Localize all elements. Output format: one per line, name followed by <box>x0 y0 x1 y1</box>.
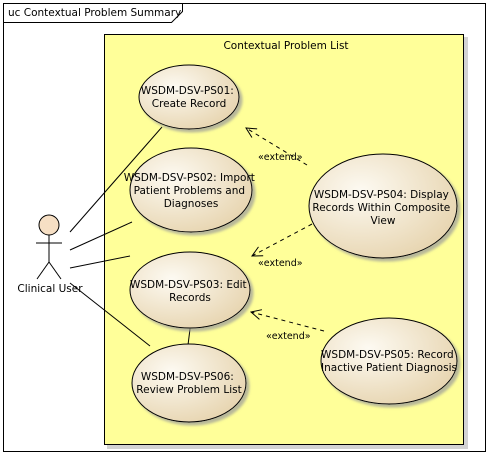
actor-head <box>38 214 60 236</box>
ps06-line-2: Review Problem List <box>136 384 241 396</box>
extend-arrow-ps04-ps01 <box>246 128 308 166</box>
ps01-line-1: WSDM-DSV-PS01: <box>141 85 234 97</box>
ps03-line-2: Records <box>169 292 211 304</box>
extend-label-2: «extend» <box>258 258 303 269</box>
extend-arrow-ps04-ps03 <box>252 223 313 256</box>
assoc-ps06 <box>69 282 151 347</box>
ps04-line-1: WSDM-DSV-PS04: Display <box>314 189 449 201</box>
ps02-line-2: Patient Problems and <box>134 185 245 197</box>
associations <box>69 126 191 347</box>
use-case-ps02[interactable]: WSDM-DSV-PS02: Import Patient Problems a… <box>124 147 259 233</box>
boundary-label: Contextual Problem List <box>223 40 348 52</box>
ps04-line-2: Records Within Composite <box>312 202 450 214</box>
extend-label-1: «extend» <box>258 152 303 163</box>
actor-label: Clinical User <box>17 283 83 295</box>
use-case-ps05[interactable]: WSDM-DSV-PS05: Record Inactive Patient D… <box>320 317 458 405</box>
actor-clinical-user[interactable]: Clinical User <box>17 214 83 295</box>
ps05-line-1: WSDM-DSV-PS05: Record <box>321 349 454 361</box>
ps01-line-2: Create Record <box>152 98 227 110</box>
assoc-ps03-ps06 <box>187 328 191 346</box>
svg-text:WSDM-DSV-PS03: Edit Reco: WSDM-DSV-PS03: Edit Records <box>130 279 250 304</box>
extend-label-3: «extend» <box>266 331 311 342</box>
extend-relations <box>246 128 325 332</box>
use-case-ps06[interactable]: WSDM-DSV-PS06: Review Problem List <box>131 343 247 423</box>
ps02-line-1: WSDM-DSV-PS02: Import <box>124 172 255 184</box>
svg-text:WSDM-DSV-PS04: Display R: WSDM-DSV-PS04: Display Records Within Co… <box>312 189 453 227</box>
assoc-ps03 <box>69 255 131 269</box>
ps06-line-1: WSDM-DSV-PS06: <box>141 371 234 383</box>
assoc-ps02 <box>69 221 133 251</box>
svg-text:WSDM-DSV-PS01: Create Re: WSDM-DSV-PS01: Create Record <box>141 85 237 110</box>
use-case-ps03[interactable]: WSDM-DSV-PS03: Edit Records <box>129 251 251 329</box>
ps03-line-1: WSDM-DSV-PS03: Edit <box>130 279 247 291</box>
use-case-ps01[interactable]: WSDM-DSV-PS01: Create Record <box>138 64 240 130</box>
frame-label: uc Contextual Problem Summary <box>8 7 181 19</box>
use-case-ps04[interactable]: WSDM-DSV-PS04: Display Records Within Co… <box>308 153 458 259</box>
svg-text:WSDM-DSV-PS02: Import Pa: WSDM-DSV-PS02: Import Patient Problems a… <box>124 172 259 210</box>
assoc-ps01 <box>69 126 163 233</box>
svg-text:WSDM-DSV-PS06: Review Pr: WSDM-DSV-PS06: Review Problem List <box>136 371 241 396</box>
ps04-line-3: View <box>371 215 396 227</box>
ps05-line-2: Inactive Patient Diagnosis <box>321 362 457 374</box>
ps02-line-3: Diagnoses <box>164 198 219 210</box>
svg-text:WSDM-DSV-PS05: Record In: WSDM-DSV-PS05: Record Inactive Patient D… <box>321 349 457 374</box>
